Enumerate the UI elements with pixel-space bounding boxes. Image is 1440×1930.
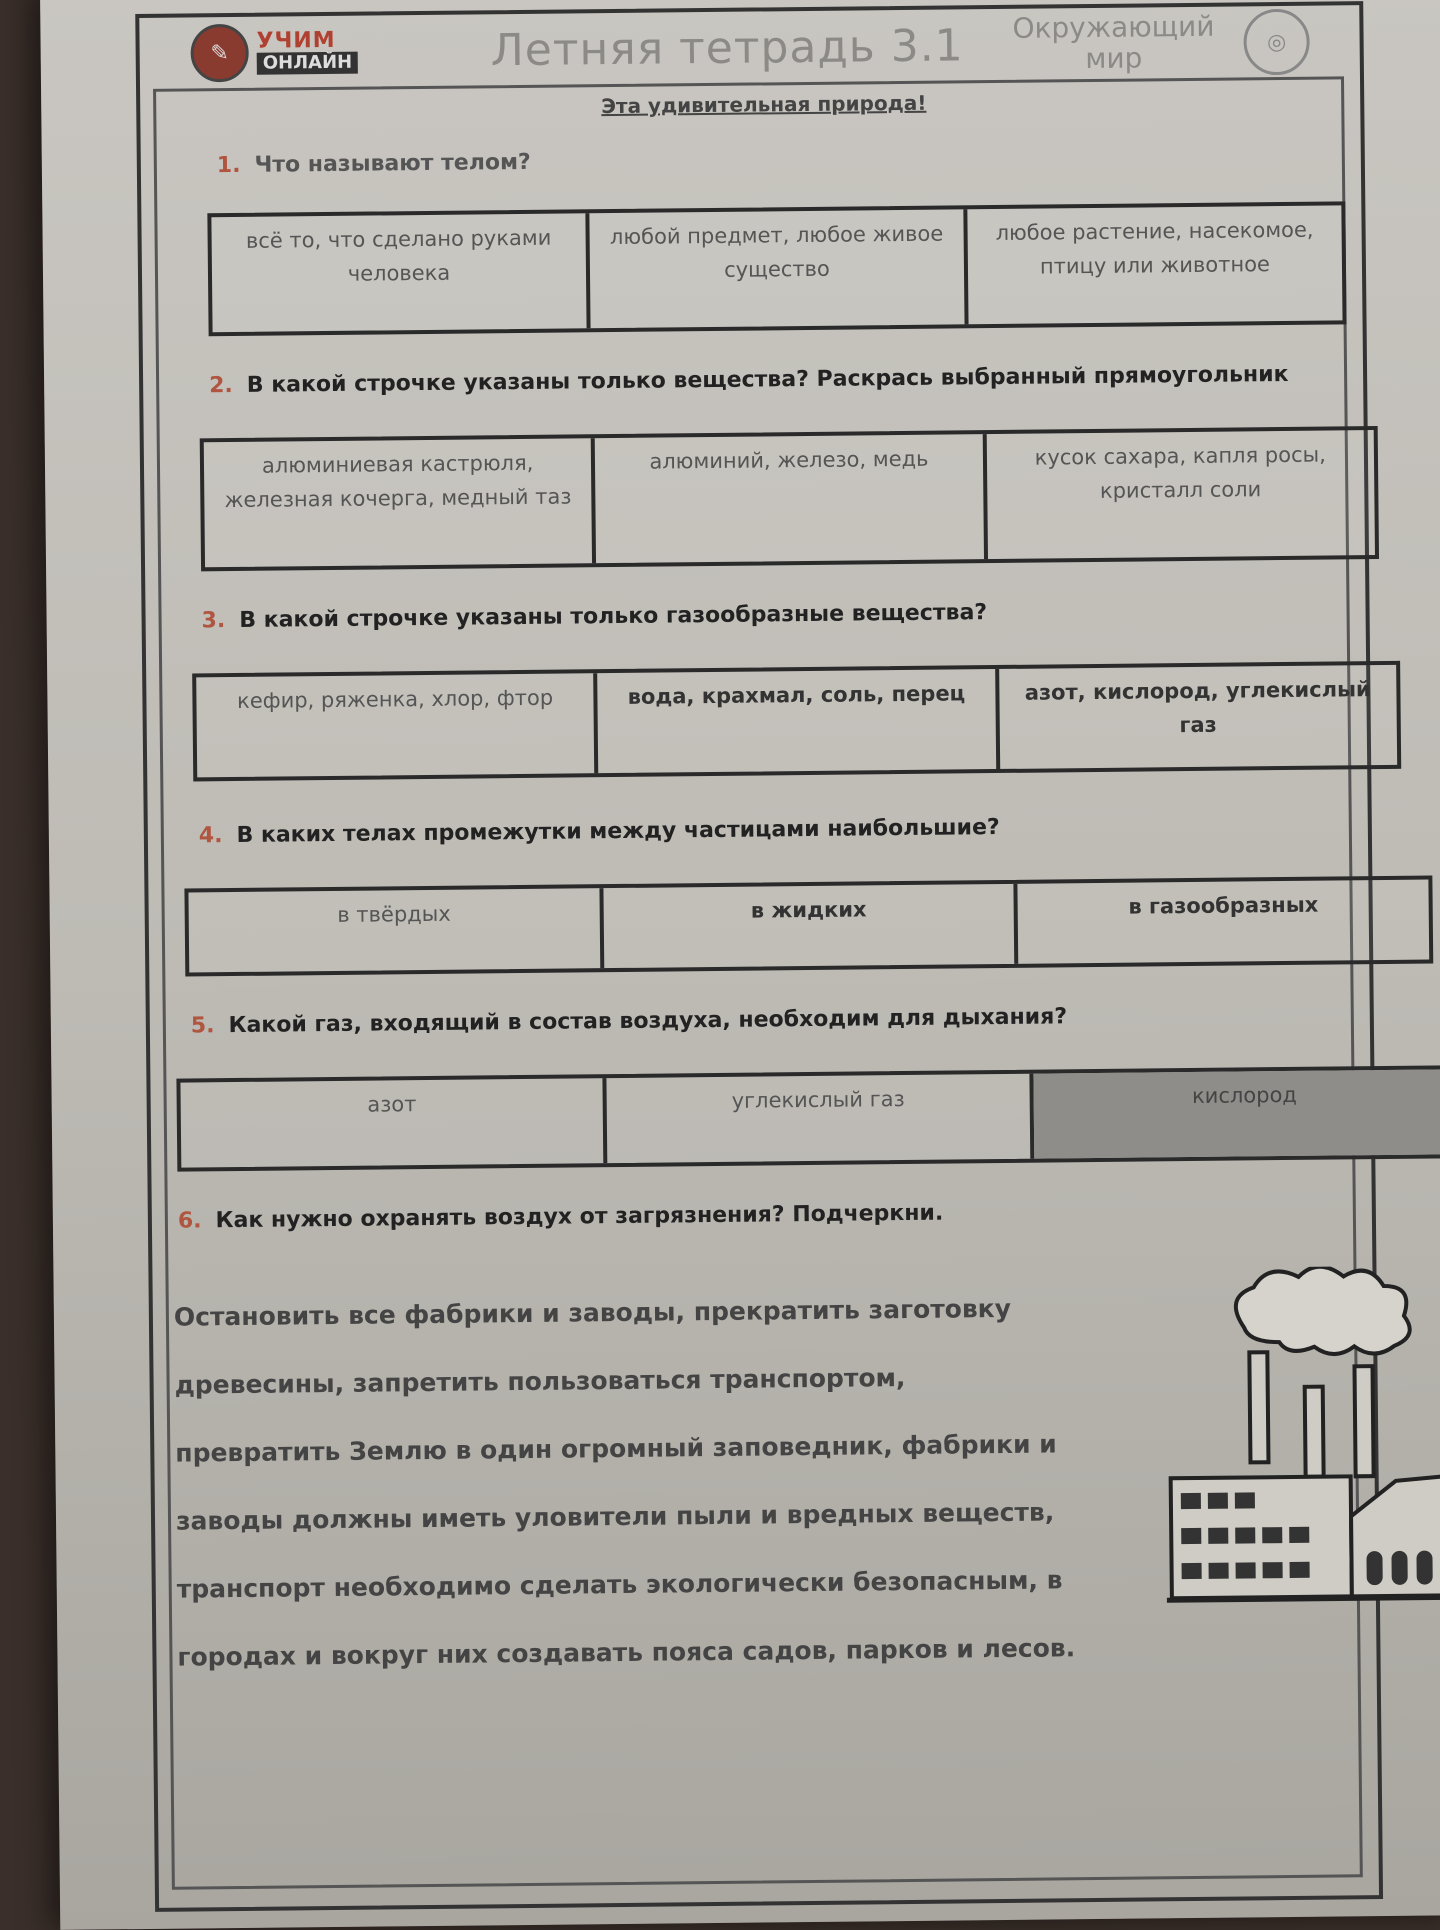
option-cell[interactable]: кефир, ряженка, хлор, фтор [196,673,598,777]
page-header: ✎ УЧИМ ОНЛАЙН Летняя тетрадь 3.1 Окружаю… [190,6,1331,88]
option-cell[interactable]: азот, кислород, углекислый газ [999,665,1397,769]
logo-top-text: УЧИМ [256,30,358,53]
option-cell[interactable]: кусок сахара, капля росы, кристалл соли [986,430,1375,559]
paragraph-line: превратить Землю в один огромный заповед… [175,1410,1136,1488]
option-cell[interactable]: азот [180,1078,607,1167]
question-2-options: алюминиевая кастрюля, железная кочерга, … [200,426,1379,571]
factory-illustration [1153,1265,1440,1609]
option-cell[interactable]: вода, крахмал, соль, перец [598,669,1000,773]
option-cell[interactable]: алюминиевая кастрюля, железная кочерга, … [204,438,597,567]
question-1: 1.Что называют телом? [217,150,531,178]
worksheet-page: ✎ УЧИМ ОНЛАЙН Летняя тетрадь 3.1 Окружаю… [40,0,1440,1930]
paragraph-line: городах и вокруг них создавать пояса сад… [177,1614,1138,1692]
paragraph-line: заводы должны иметь уловители пыли и вре… [176,1478,1137,1556]
paragraph-line: Остановить все фабрики и заводы, прекрат… [174,1274,1135,1352]
subject-title: Окружающий мир [1003,12,1224,76]
question-1-options: всё то, что сделано руками человека любо… [207,201,1346,336]
logo: ✎ УЧИМ ОНЛАЙН [190,22,431,83]
logo-icon: ✎ [190,24,249,83]
page-title: Летняя тетрадь 3.1 [490,20,964,76]
option-cell[interactable]: углекислый газ [607,1074,1034,1163]
question-4-options: в твёрдых в жидких в газообразных [184,875,1433,976]
option-cell[interactable]: любой предмет, любое живое существо [589,209,968,328]
option-cell[interactable]: в твёрдых [188,888,603,972]
option-cell[interactable]: алюминий, железо, медь [595,434,988,563]
option-cell[interactable]: в жидких [603,884,1018,968]
paragraph-line: древесины, запретить пользоваться трансп… [174,1342,1135,1420]
option-cell[interactable]: в газообразных [1018,880,1429,964]
question-3-options: кефир, ряженка, хлор, фтор вода, крахмал… [192,661,1401,782]
answer-paragraph: Остановить все фабрики и заводы, прекрат… [174,1274,1138,1692]
section-title: Эта удивительная природа! [601,91,926,118]
paragraph-line: транспорт необходимо сделать экологическ… [176,1546,1137,1624]
option-cell[interactable]: любое растение, насекомое, птицу или жив… [967,205,1342,324]
option-cell[interactable]: всё то, что сделано руками человека [211,213,590,332]
question-5-options: азот углекислый газ кислород [176,1065,1440,1171]
logo-bottom-text: ОНЛАЙН [257,52,359,75]
globe-icon: ◎ [1243,9,1310,76]
option-cell-selected[interactable]: кислород [1033,1069,1440,1158]
